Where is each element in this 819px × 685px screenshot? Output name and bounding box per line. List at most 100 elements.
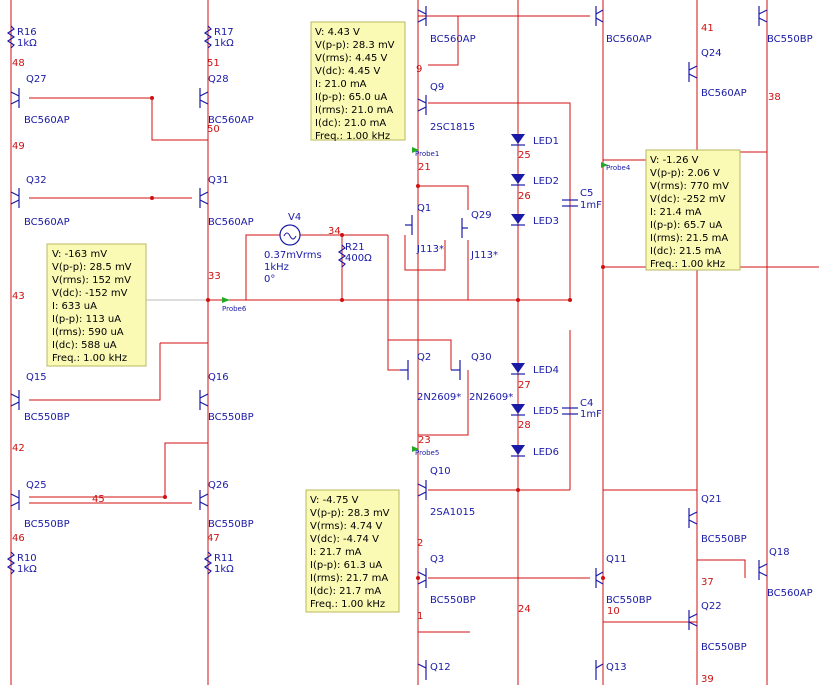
probe1-line-4: V(dc): 4.45 V [315, 66, 380, 77]
led5-label: LED5 [533, 406, 559, 417]
probe5-marker[interactable]: Probe5 [412, 446, 439, 457]
r17-value: 1kΩ [214, 38, 234, 49]
transistor-q31[interactable]: Q31 BC560AP [199, 175, 254, 228]
transistor-q-top-right[interactable]: BC550BP [758, 6, 813, 45]
q29-model: J113* [470, 250, 498, 261]
capacitor-c4[interactable]: C4 1mF [562, 398, 602, 420]
node-25: 25 [518, 150, 531, 161]
led3[interactable]: LED3 [511, 214, 559, 227]
node-28: 28 [518, 420, 531, 431]
led5[interactable]: LED5 [511, 404, 559, 417]
q-top-right-model: BC550BP [767, 34, 813, 45]
node-38: 38 [768, 92, 781, 103]
resistor-r17[interactable]: R17 1kΩ [203, 25, 234, 49]
q16-ref: Q16 [208, 372, 229, 383]
q21-model: BC550BP [701, 534, 747, 545]
transistor-q2[interactable]: Q2 2N2609* [400, 352, 461, 403]
probe4-readout[interactable]: V: -1.26 V V(p-p): 2.06 V V(rms): 770 mV… [645, 149, 741, 271]
probe6-line-7: I(rms): 590 uA [52, 327, 124, 338]
q15-ref: Q15 [26, 372, 47, 383]
led1[interactable]: LED1 [511, 134, 559, 147]
led2[interactable]: LED2 [511, 174, 559, 187]
transistor-q22[interactable]: Q22 BC550BP [688, 601, 747, 653]
node-1: 1 [417, 611, 423, 622]
probe-markers: Probe1 Probe4 Probe5 Probe6 [222, 147, 631, 457]
resistor-r11[interactable]: R11 1kΩ [203, 551, 234, 575]
probe6-line-3: V(rms): 152 mV [52, 275, 131, 286]
probe1-readout[interactable]: V: 4.43 V V(p-p): 28.3 mV V(rms): 4.45 V… [310, 21, 406, 142]
led2-label: LED2 [533, 176, 559, 187]
node-37: 37 [701, 577, 714, 588]
resistor-r21[interactable]: R21 400Ω [337, 242, 372, 268]
q31-model: BC560AP [208, 217, 254, 228]
probe6-name: Probe6 [222, 305, 247, 313]
v4-frequency: 1kHz [264, 262, 289, 273]
q-top-mid-model: BC560AP [606, 34, 652, 45]
transistor-q27[interactable]: Q27 BC560AP [10, 74, 70, 126]
capacitor-c5[interactable]: C5 1mF [562, 188, 602, 211]
transistor-q16[interactable]: Q16 BC550BP [199, 372, 254, 423]
q21-ref: Q21 [701, 494, 722, 505]
probe6-line-8: I(dc): 588 uA [52, 340, 117, 351]
probe5-readout[interactable]: V: -4.75 V V(p-p): 28.3 mV V(rms): 4.74 … [305, 489, 400, 613]
node-27: 27 [518, 380, 531, 391]
transistor-q3[interactable]: Q3 BC550BP [417, 554, 476, 606]
node-33: 33 [208, 271, 221, 282]
r10-name: R10 [17, 553, 37, 564]
transistor-q13[interactable]: Q13 [595, 660, 627, 680]
node-23: 23 [418, 435, 431, 446]
c5-name: C5 [580, 188, 593, 199]
probe6-line-2: V(p-p): 28.5 mV [52, 262, 132, 273]
transistor-q24[interactable]: Q24 BC560AP [688, 48, 747, 99]
transistor-q21[interactable]: Q21 BC550BP [688, 494, 747, 545]
transistor-q26[interactable]: Q26 BC550BP [199, 480, 254, 530]
q22-model: BC550BP [701, 642, 747, 653]
q27-model: BC560AP [24, 115, 70, 126]
led4[interactable]: LED4 [511, 363, 559, 376]
resistor-r16[interactable]: R16 1kΩ [6, 25, 37, 49]
transistor-q1[interactable]: Q1 J113* [405, 203, 444, 255]
transistor-q29[interactable]: Q29 J113* [461, 210, 498, 261]
probe6-line-4: V(dc): -152 mV [52, 288, 128, 299]
q2-ref: Q2 [417, 352, 431, 363]
q31-ref: Q31 [208, 175, 229, 186]
transistor-q15[interactable]: Q15 BC550BP [10, 372, 70, 423]
transistor-q-top-left[interactable]: BC560AP [417, 6, 476, 45]
probe4-marker[interactable]: Probe4 [601, 162, 631, 172]
transistor-q10[interactable]: Q10 2SA1015 [417, 466, 475, 518]
probe6-readout[interactable]: V: -163 mV V(p-p): 28.5 mV V(rms): 152 m… [46, 243, 147, 367]
node-51: 51 [207, 58, 220, 69]
transistor-q-top-mid[interactable]: BC560AP [595, 6, 652, 45]
q15-model: BC550BP [24, 412, 70, 423]
r10-value: 1kΩ [17, 564, 37, 575]
probe1-line-8: I(dc): 21.0 mA [315, 118, 386, 129]
q24-model: BC560AP [701, 88, 747, 99]
transistor-q25[interactable]: Q25 BC550BP [10, 480, 70, 530]
transistor-q12[interactable]: Q12 [417, 660, 451, 680]
node-24: 24 [518, 604, 531, 615]
node-48: 48 [12, 58, 25, 69]
transistor-q28[interactable]: Q28 BC560AP [199, 74, 254, 126]
node-42: 42 [12, 443, 25, 454]
transistor-q18[interactable]: Q18 BC560AP [758, 547, 813, 599]
transistor-q30[interactable]: Q30 2N2609* [451, 352, 513, 403]
led1-label: LED1 [533, 136, 559, 147]
transistor-q9[interactable]: Q9 2SC1815 [417, 82, 475, 133]
q28-ref: Q28 [208, 74, 229, 85]
resistor-r10[interactable]: R10 1kΩ [6, 551, 37, 575]
led6[interactable]: LED6 [511, 445, 559, 458]
probe5-line-9: Freq.: 1.00 kHz [310, 599, 385, 610]
probe1-line-6: I(p-p): 65.0 uA [315, 92, 387, 103]
probe6-marker[interactable]: Probe6 [222, 297, 247, 313]
probe6-line-6: I(p-p): 113 uA [52, 314, 121, 325]
q25-ref: Q25 [26, 480, 47, 491]
probe1-marker[interactable]: Probe1 [412, 147, 439, 158]
r21-name: R21 [345, 242, 365, 253]
probe4-line-5: I: 21.4 mA [650, 207, 702, 218]
transistor-q11[interactable]: Q11 BC550BP [595, 554, 652, 606]
probe5-name: Probe5 [415, 449, 439, 457]
transistor-q32[interactable]: Q32 BC560AP [10, 175, 70, 228]
voltage-source-v4[interactable]: V4 0.37mVrms 1kHz 0° [264, 212, 322, 285]
